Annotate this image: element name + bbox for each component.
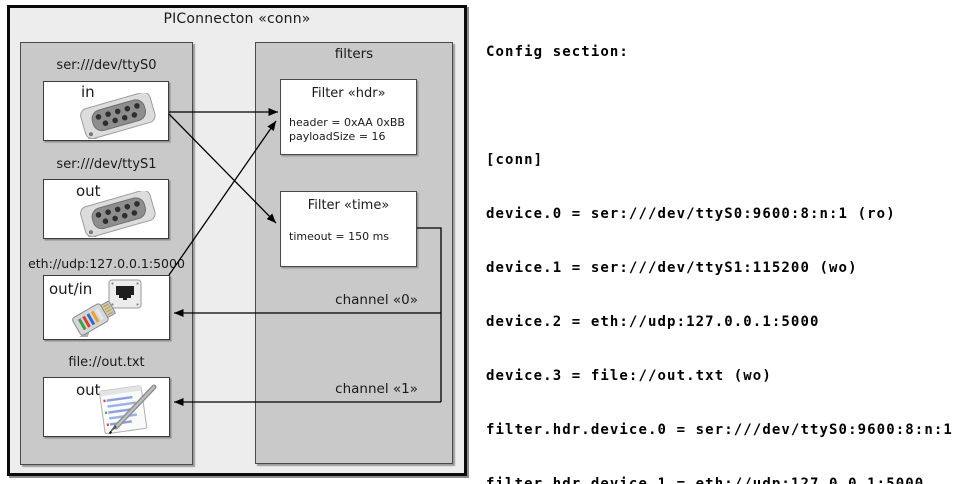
device-label-file: file://out.txt xyxy=(68,355,145,370)
ethernet-plug-icon xyxy=(72,300,116,337)
device-label-eth: eth://udp:127.0.0.1:5000 xyxy=(28,256,185,271)
device-label-ttys0: ser:///dev/ttyS0 xyxy=(56,58,157,73)
direction-label: in xyxy=(81,83,95,101)
config-line: device.1 = ser:///dev/ttyS1:115200 (wo) xyxy=(486,260,858,276)
filter-time-prop: timeout = 150 ms xyxy=(289,230,390,243)
config-panel: Config section: [conn] device.0 = ser://… xyxy=(486,7,962,484)
filter-hdr-prop: payloadSize = 16 xyxy=(289,130,386,143)
device-box-ttys1: out xyxy=(43,179,169,239)
notepad-icon xyxy=(99,384,157,434)
channel-0-label: channel «0» xyxy=(335,292,418,308)
config-line: device.2 = eth://udp:127.0.0.1:5000 xyxy=(486,314,820,330)
direction-label: out xyxy=(76,381,101,399)
device-box-file: out xyxy=(43,377,170,437)
filter-hdr-prop: header = 0xAA 0xBB xyxy=(289,116,405,129)
db9-connector-icon xyxy=(80,191,156,237)
config-line: device.0 = ser:///dev/ttyS0:9600:8:n:1 (… xyxy=(486,206,896,222)
filter-hdr-box: Filter «hdr» header = 0xAA 0xBB payloadS… xyxy=(280,79,417,155)
config-line: device.3 = file://out.txt (wo) xyxy=(486,368,772,384)
filter-time-title: Filter «time» xyxy=(307,198,390,213)
config-lines: [conn] device.0 = ser:///dev/ttyS0:9600:… xyxy=(486,115,962,484)
config-line: filter.hdr.device.0 = ser:///dev/ttyS0:9… xyxy=(486,422,953,438)
device-box-eth: out/in xyxy=(43,275,170,340)
filter-hdr-title: Filter «hdr» xyxy=(311,86,386,101)
filters-title: filters xyxy=(334,46,374,62)
device-label-ttys1: ser:///dev/ttyS1 xyxy=(56,157,157,172)
direction-label: out xyxy=(76,182,101,200)
db9-connector-icon xyxy=(80,93,156,139)
diagram-title: PIConnecton «conn» xyxy=(163,11,311,27)
channel-1-label: channel «1» xyxy=(335,381,418,397)
config-title: Config section: xyxy=(486,44,629,60)
direction-label: out/in xyxy=(49,280,93,298)
config-line: filter.hdr.device.1 = eth://udp:127.0.0.… xyxy=(486,476,925,484)
filter-time-box: Filter «time» timeout = 150 ms xyxy=(280,191,417,267)
config-line: [conn] xyxy=(486,152,544,168)
device-box-ttys0: in xyxy=(43,81,169,141)
ethernet-port-icon xyxy=(108,279,142,309)
